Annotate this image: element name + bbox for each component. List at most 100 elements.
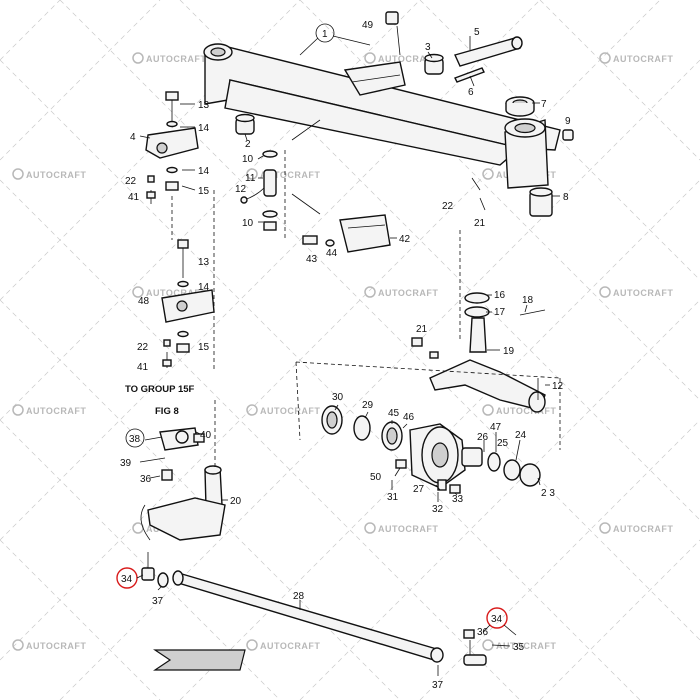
- callout-40: 40: [200, 430, 212, 441]
- leader-lines: [136, 25, 560, 676]
- watermark: AUTOCRAFT: [364, 286, 438, 298]
- svg-text:AUTOCRAFT: AUTOCRAFT: [378, 524, 438, 534]
- key: [454, 67, 485, 83]
- watermark: AUTOCRAFT: [246, 168, 320, 180]
- svg-text:AUTOCRAFT: AUTOCRAFT: [26, 406, 86, 416]
- callout-15: 15: [198, 186, 210, 197]
- watermark: AUTOCRAFT: [599, 52, 673, 64]
- grease-nipple: [562, 129, 574, 141]
- bushing-2: [235, 113, 255, 135]
- callout-22: 22: [125, 176, 137, 187]
- note-line-1: TO GROUP 15F: [125, 384, 195, 395]
- callout-41: 41: [128, 192, 140, 203]
- callout-49: 49: [362, 20, 374, 31]
- callout-20: 20: [230, 496, 242, 507]
- callout-9: 9: [565, 116, 571, 127]
- callout-8: 8: [563, 192, 569, 203]
- callout-32: 32: [432, 504, 444, 515]
- watermark: AUTOCRAFT: [246, 639, 320, 651]
- callout-29: 29: [362, 400, 374, 411]
- pivot-bushing: [424, 53, 444, 75]
- callout-50: 50: [370, 472, 382, 483]
- watermark: AUTOCRAFT: [482, 404, 556, 416]
- svg-text:AUTOCRAFT: AUTOCRAFT: [378, 54, 438, 64]
- callout-28: 28: [293, 591, 305, 602]
- callout-13: 13: [198, 257, 210, 268]
- watermark: AUTOCRAFT: [599, 522, 673, 534]
- callout-23: 2 3: [541, 488, 555, 499]
- thrust-ring: [505, 96, 535, 117]
- watermark: AUTOCRAFT: [12, 168, 86, 180]
- callout-12: 12: [235, 184, 247, 195]
- callout-1: 1: [322, 29, 328, 40]
- callout-39: 39: [120, 458, 132, 469]
- callout-5: 5: [474, 27, 480, 38]
- callout-11: 11: [245, 173, 256, 184]
- svg-text:AUTOCRAFT: AUTOCRAFT: [260, 170, 320, 180]
- svg-text:AUTOCRAFT: AUTOCRAFT: [613, 54, 673, 64]
- stub-axle-left: [139, 400, 226, 541]
- callout-14: 14: [198, 123, 210, 134]
- callout-33: 33: [452, 494, 464, 505]
- watermark: AUTOCRAFT: [132, 286, 206, 298]
- bracket-4-group: [145, 91, 199, 240]
- highlight-ring: [486, 607, 508, 629]
- pivot-pin: [454, 36, 523, 67]
- watermark: AUTOCRAFT: [12, 404, 86, 416]
- callout-7: 7: [541, 99, 547, 110]
- callout-4: 4: [130, 132, 136, 143]
- callout-10: 10: [242, 218, 254, 229]
- callout-36: 36: [477, 627, 489, 638]
- svg-text:AUTOCRAFT: AUTOCRAFT: [378, 288, 438, 298]
- axle-beam: [203, 43, 561, 189]
- callout-44: 44: [326, 248, 338, 259]
- svg-text:AUTOCRAFT: AUTOCRAFT: [146, 54, 206, 64]
- callout-10: 10: [242, 154, 254, 165]
- svg-text:AUTOCRAFT: AUTOCRAFT: [260, 406, 320, 416]
- svg-text:AUTOCRAFT: AUTOCRAFT: [260, 641, 320, 651]
- note-line-2: FIG 8: [155, 406, 179, 417]
- callout-35: 35: [513, 642, 525, 653]
- callout-6: 6: [468, 87, 474, 98]
- callout-ring: [315, 23, 335, 43]
- callout-2: 2: [245, 139, 251, 150]
- callout-15: 15: [198, 342, 210, 353]
- stub-axle-right: [411, 230, 546, 413]
- bracket-48-group: [161, 190, 215, 370]
- svg-text:AUTOCRAFT: AUTOCRAFT: [496, 641, 556, 651]
- callout-37: 37: [432, 680, 444, 691]
- callout-ring: [125, 428, 145, 448]
- callout-31: 31: [387, 492, 399, 503]
- callout-27: 27: [413, 484, 425, 495]
- callout-12: 12: [552, 381, 564, 392]
- callout-34: 34: [121, 574, 133, 585]
- callout-3: 3: [425, 42, 431, 53]
- svg-text:AUTOCRAFT: AUTOCRAFT: [26, 641, 86, 651]
- callout-37: 37: [152, 596, 164, 607]
- callout-41: 41: [137, 362, 149, 373]
- callout-34: 34: [491, 614, 503, 625]
- callout-19: 19: [503, 346, 515, 357]
- callout-21: 21: [474, 218, 486, 229]
- callout-22: 22: [137, 342, 149, 353]
- callout-14: 14: [198, 282, 210, 293]
- callout-16: 16: [494, 290, 506, 301]
- callout-21: 21: [416, 324, 428, 335]
- watermark: AUTOCRAFT: [599, 286, 673, 298]
- svg-text:AUTOCRAFT: AUTOCRAFT: [146, 288, 206, 298]
- callout-43: 43: [306, 254, 318, 265]
- callout-26: 26: [477, 432, 489, 443]
- callout-22: 22: [442, 201, 454, 212]
- watermark: AUTOCRAFT: [364, 522, 438, 534]
- callout-47: 47: [490, 422, 502, 433]
- callout-24: 24: [515, 430, 527, 441]
- svg-text:AUTOCRAFT: AUTOCRAFT: [26, 170, 86, 180]
- watermarks: AUTOCRAFT AUTOCRAFT AUTOCRAFT AUTOCRAFT …: [12, 52, 673, 651]
- tie-rod: [141, 552, 487, 666]
- callout-14: 14: [198, 166, 210, 177]
- bolt-10-11-12: [240, 150, 286, 240]
- svg-text:AUTOCRAFT: AUTOCRAFT: [613, 524, 673, 534]
- watermark: AUTOCRAFT: [12, 639, 86, 651]
- watermark: AUTOCRAFT: [364, 52, 438, 64]
